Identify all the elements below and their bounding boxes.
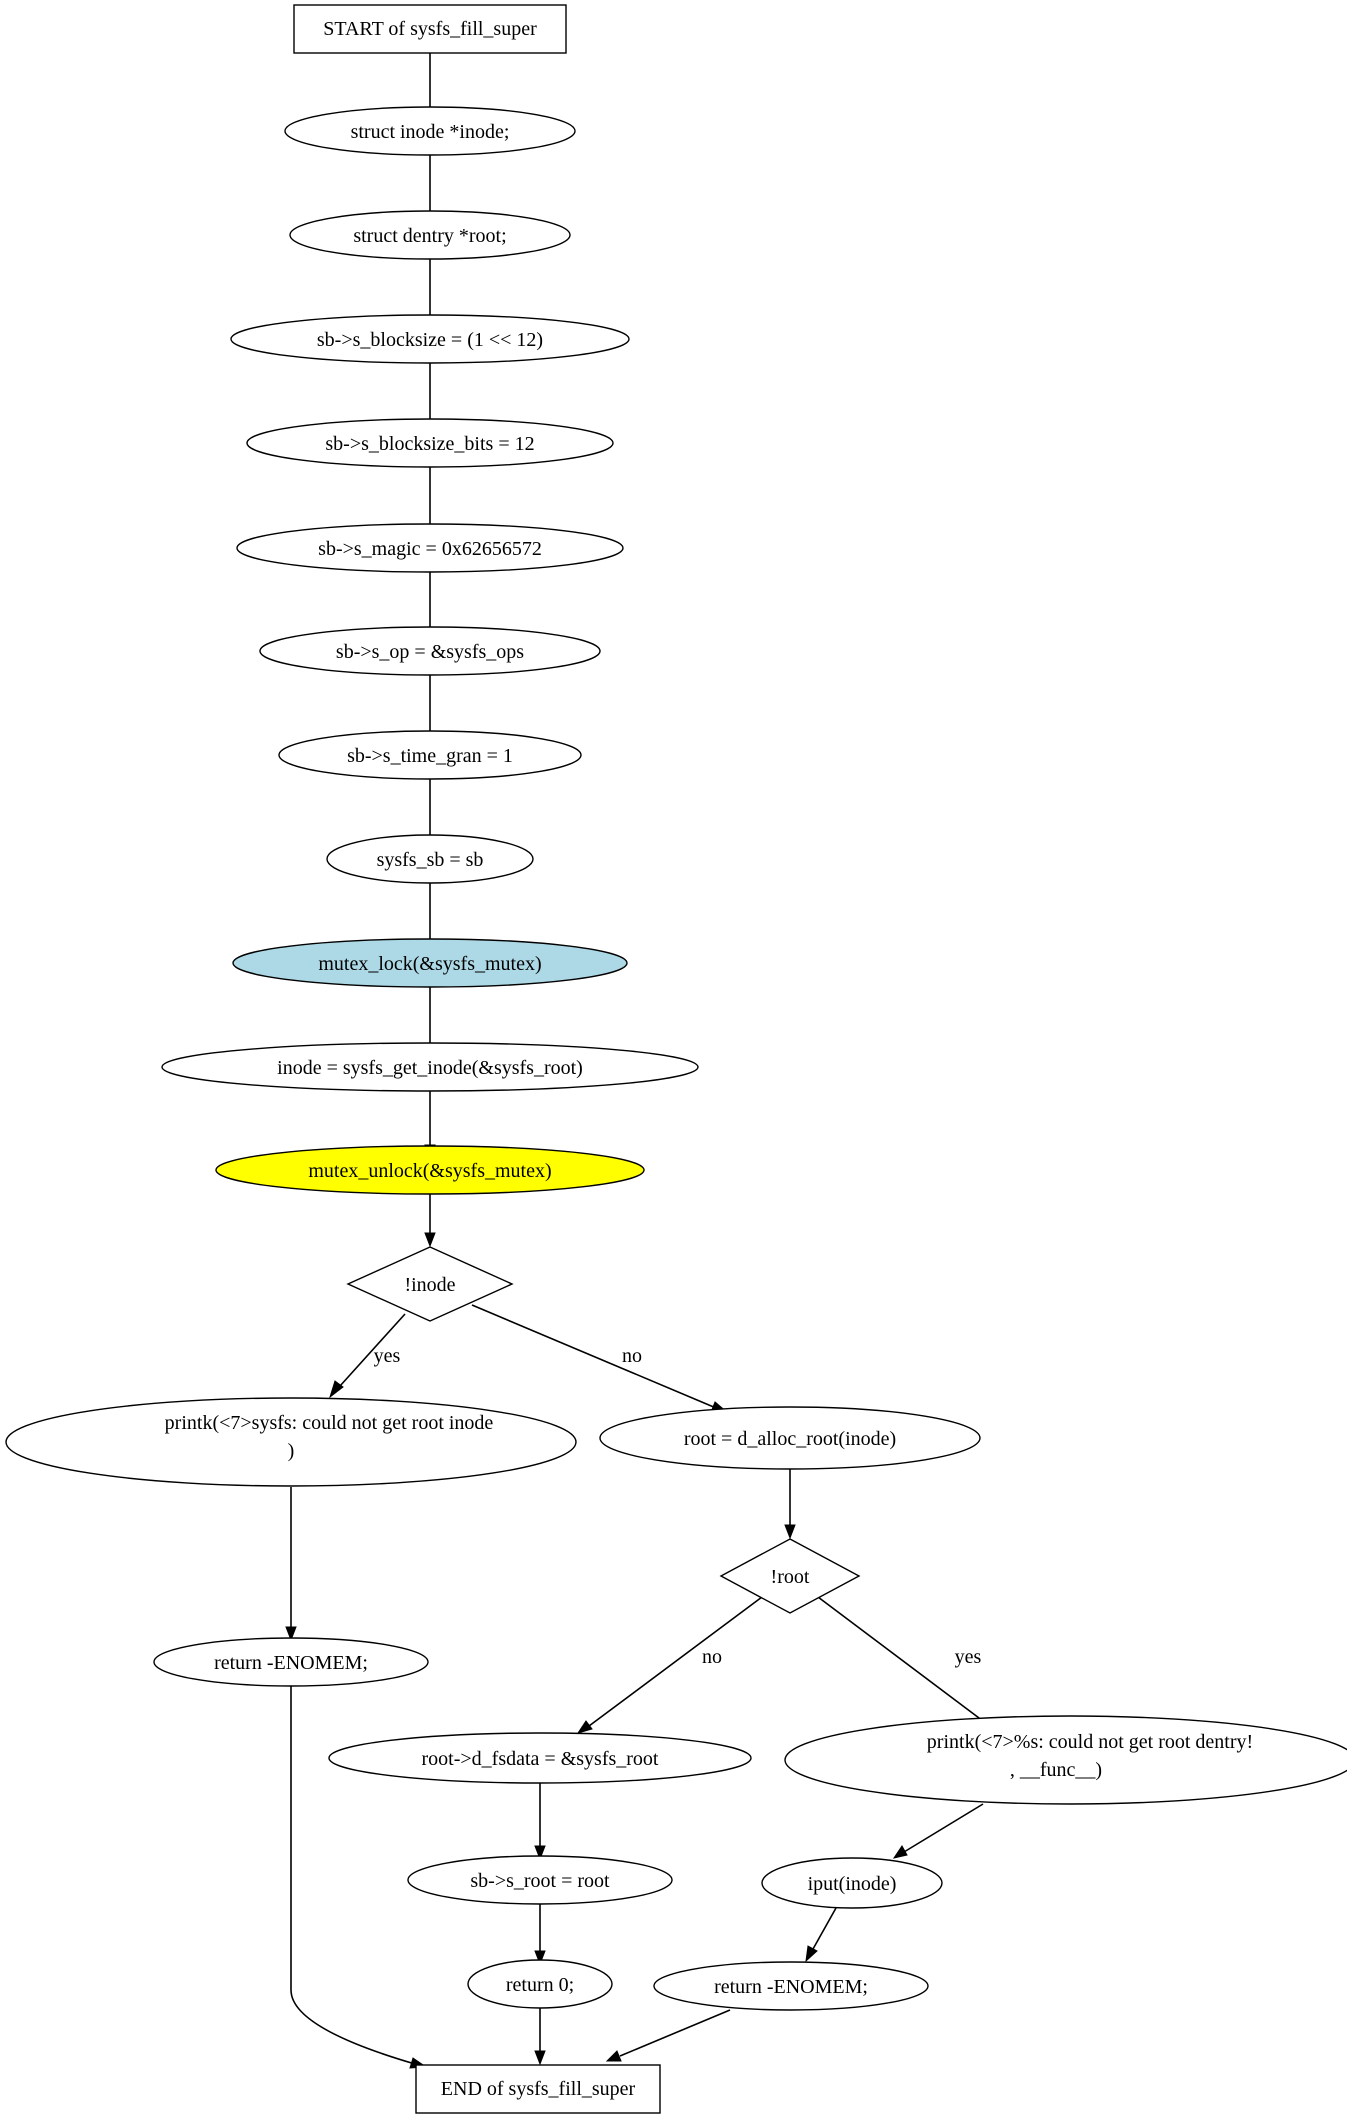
edge-return-enomem-1-to-end	[290, 1685, 416, 2065]
node-cond-inode-label: !inode	[404, 1274, 455, 1296]
node-start-label: START of sysfs_fill_super	[323, 18, 537, 40]
node-printk-root-line2: , __func__)	[1010, 1759, 1102, 1781]
edge-labels: yes no no yes	[374, 1345, 982, 1668]
node-s-root-label: sb->s_root = root	[470, 1870, 610, 1892]
node-op: sb->s_op = &sysfs_ops	[259, 626, 601, 676]
node-return-enomem-1: return -ENOMEM;	[153, 1637, 429, 1687]
node-mutex-unlock: mutex_unlock(&sysfs_mutex)	[215, 1145, 645, 1195]
node-mutex-lock-label: mutex_lock(&sysfs_mutex)	[318, 953, 541, 975]
node-cond-root-label: !root	[771, 1566, 810, 1588]
node-magic-label: sb->s_magic = 0x62656572	[318, 538, 542, 560]
node-root-decl-label: struct dentry *root;	[353, 225, 506, 247]
node-return-enomem-1-label: return -ENOMEM;	[214, 1652, 368, 1674]
node-root-decl: struct dentry *root;	[289, 210, 571, 260]
node-iput: iput(inode)	[761, 1857, 943, 1909]
node-blocksize-bits-label: sb->s_blocksize_bits = 12	[325, 433, 534, 455]
node-mutex-unlock-label: mutex_unlock(&sysfs_mutex)	[308, 1160, 551, 1182]
node-fsdata-label: root->d_fsdata = &sysfs_root	[422, 1748, 659, 1770]
node-inode-decl: struct inode *inode;	[284, 106, 576, 156]
node-op-label: sb->s_op = &sysfs_ops	[336, 641, 524, 663]
node-blocksize: sb->s_blocksize = (1 << 12)	[230, 314, 630, 364]
node-get-inode: inode = sysfs_get_inode(&sysfs_root)	[161, 1042, 699, 1092]
node-time-gran-label: sb->s_time_gran = 1	[347, 745, 513, 767]
node-printk-inode: printk(<7>sysfs: could not get root inod…	[5, 1397, 577, 1487]
node-get-inode-label: inode = sysfs_get_inode(&sysfs_root)	[277, 1057, 583, 1079]
node-sysfs-sb-label: sysfs_sb = sb	[377, 849, 484, 871]
edge-cond-inode-yes	[339, 1313, 406, 1387]
node-fsdata: root->d_fsdata = &sysfs_root	[328, 1732, 752, 1784]
node-return-0-label: return 0;	[506, 1974, 574, 1996]
edge-label-inode-no: no	[622, 1345, 642, 1367]
edge-cond-root-yes	[817, 1596, 984, 1722]
node-inode-decl-label: struct inode *inode;	[351, 121, 510, 143]
node-time-gran: sb->s_time_gran = 1	[278, 730, 582, 780]
node-cond-inode: !inode	[346, 1246, 514, 1322]
node-cond-root: !root	[719, 1538, 861, 1614]
node-blocksize-bits: sb->s_blocksize_bits = 12	[246, 418, 614, 468]
node-return-0: return 0;	[467, 1959, 613, 2009]
node-printk-inode-line1: printk(<7>sysfs: could not get root inod…	[165, 1412, 494, 1434]
node-alloc-root: root = d_alloc_root(inode)	[599, 1406, 981, 1470]
node-end-label: END of sysfs_fill_super	[441, 2078, 636, 2100]
nodes: START of sysfs_fill_super struct inode *…	[5, 4, 1347, 2114]
node-printk-root: printk(<7>%s: could not get root dentry!…	[784, 1715, 1347, 1805]
edge-cond-root-no	[588, 1596, 763, 1727]
node-end: END of sysfs_fill_super	[415, 2064, 661, 2114]
node-start: START of sysfs_fill_super	[293, 4, 567, 54]
node-printk-inode-line2: )	[288, 1440, 295, 1462]
edge-printk-root-to-iput	[903, 1803, 984, 1853]
edge-label-inode-yes: yes	[374, 1345, 401, 1367]
node-return-enomem-2: return -ENOMEM;	[653, 1961, 929, 2011]
node-printk-root-line1: printk(<7>%s: could not get root dentry!	[927, 1731, 1253, 1753]
edge-label-root-no: no	[702, 1646, 722, 1668]
edge-return-enomem-2-to-end	[619, 2009, 731, 2057]
node-s-root: sb->s_root = root	[407, 1855, 673, 1905]
node-mutex-lock: mutex_lock(&sysfs_mutex)	[232, 938, 628, 988]
node-return-enomem-2-label: return -ENOMEM;	[714, 1976, 868, 1998]
node-iput-label: iput(inode)	[808, 1873, 897, 1895]
edge-cond-inode-no	[471, 1304, 717, 1409]
node-alloc-root-label: root = d_alloc_root(inode)	[684, 1428, 896, 1450]
node-blocksize-label: sb->s_blocksize = (1 << 12)	[317, 329, 543, 351]
edge-label-root-yes: yes	[955, 1646, 982, 1668]
node-magic: sb->s_magic = 0x62656572	[236, 523, 624, 573]
node-sysfs-sb: sysfs_sb = sb	[326, 834, 534, 884]
edge-iput-to-return-enomem	[812, 1907, 837, 1950]
